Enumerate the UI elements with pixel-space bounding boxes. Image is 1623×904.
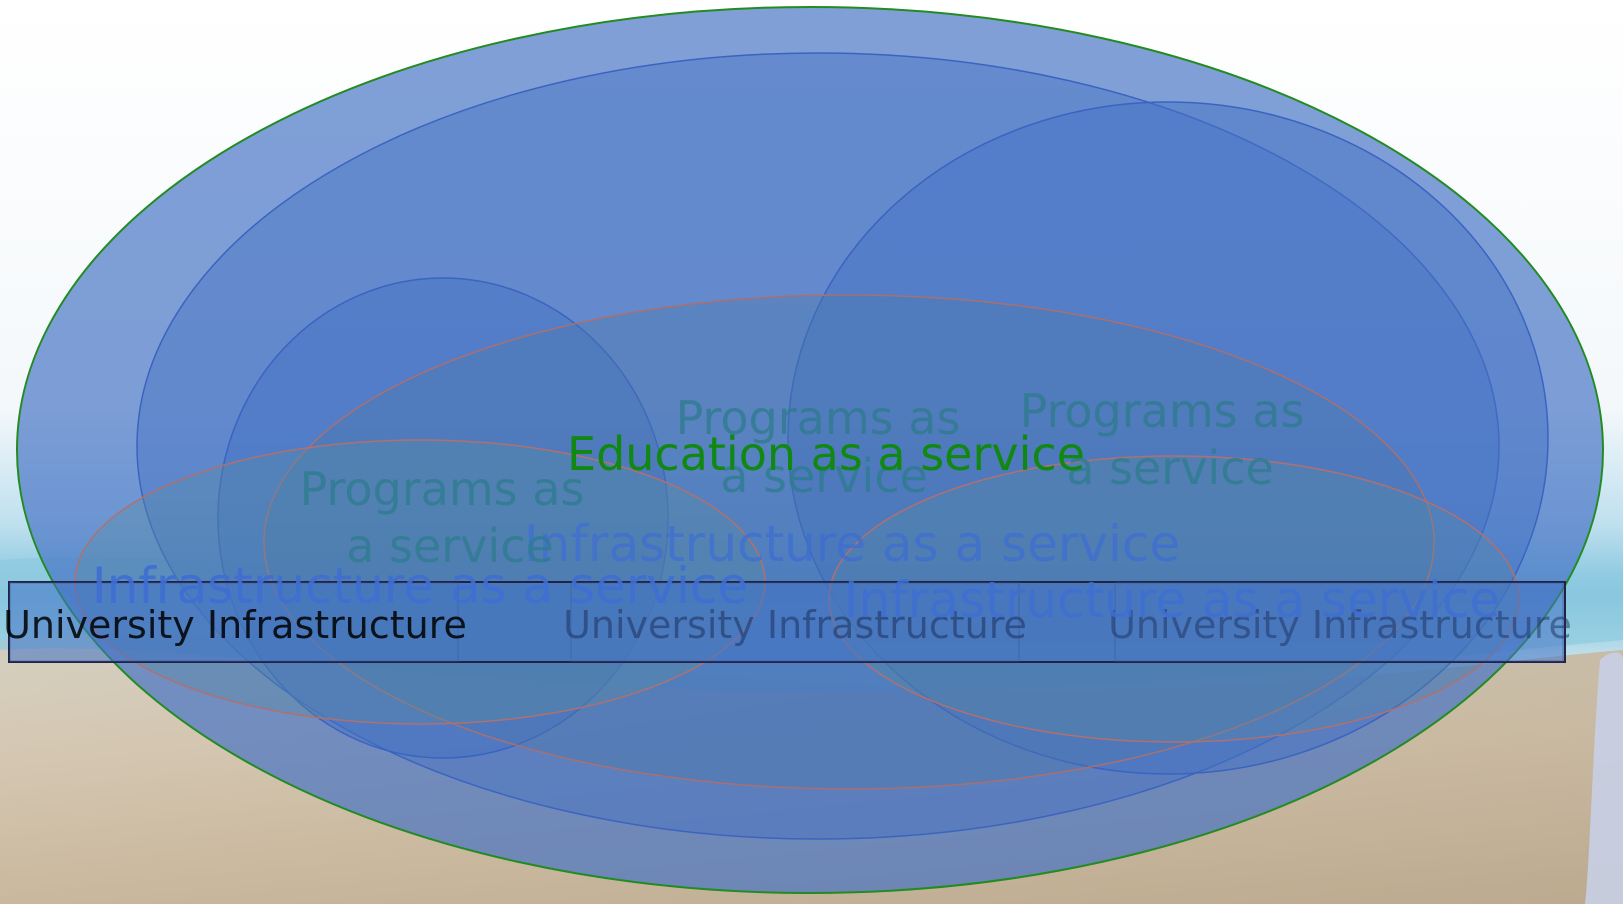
programs-label-right-line1: Programs as: [1020, 384, 1305, 438]
university-label-right: University Infrastructure: [1108, 603, 1572, 647]
programs-label-center-line2: a service: [720, 449, 928, 503]
infrastructure-label-left: Infrastructure as a service: [92, 557, 748, 615]
programs-label-center-line1: Programs as: [676, 391, 961, 445]
university-label-left: University Infrastructure: [3, 603, 467, 647]
programs-label-left-line1: Programs as: [300, 462, 585, 516]
programs-label-left-line2: a service: [346, 519, 554, 573]
infrastructure-label-center: Infrastructure as a service: [524, 515, 1180, 573]
university-box-right: [1114, 582, 1564, 662]
programs-label-right-line2: a service: [1066, 441, 1274, 495]
person-silhouette: [1585, 652, 1623, 904]
education-label: Education as a service: [567, 427, 1085, 481]
university-bar: [8, 581, 1566, 663]
infrastructure-label-right: Infrastructure as a service: [844, 571, 1500, 629]
programs-ellipse-center: [263, 294, 1435, 790]
university-box-left: [9, 582, 459, 662]
university-box-center: [570, 582, 1020, 662]
university-label-center: University Infrastructure: [563, 603, 1027, 647]
